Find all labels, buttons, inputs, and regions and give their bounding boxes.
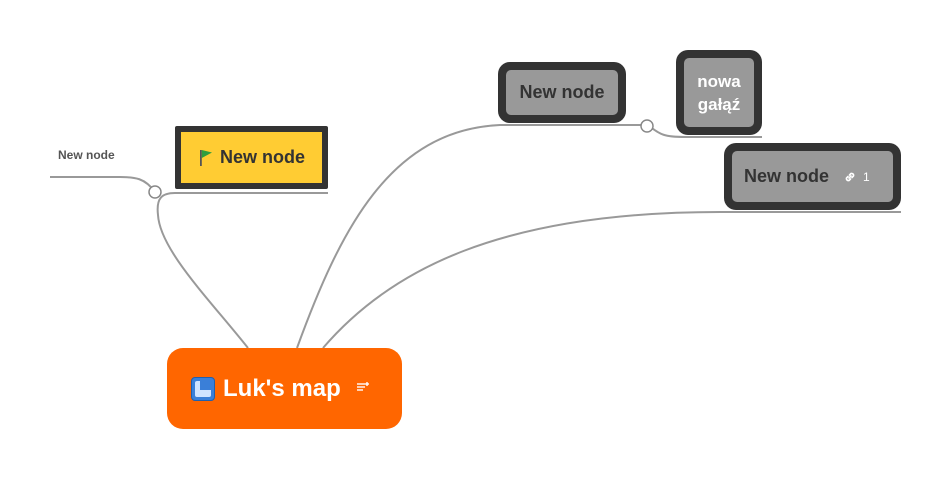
flag-node-body: New node: [181, 132, 322, 183]
branch-node-body: nowa gałąź: [684, 58, 754, 127]
link-icon[interactable]: [843, 170, 857, 184]
plain-node-label: New node: [58, 148, 115, 162]
top-node-label: New node: [519, 82, 605, 102]
map-icon: [191, 376, 215, 401]
notes-icon[interactable]: [356, 381, 370, 396]
green-flag-icon: [198, 149, 214, 167]
root-label: Luk's map: [223, 374, 341, 402]
plain-node[interactable]: New node: [50, 148, 130, 168]
branch-node-line2: gałąź: [697, 94, 741, 114]
flag-node[interactable]: New node: [175, 126, 328, 189]
branch-node-line1: nowa: [697, 71, 741, 91]
link-count: 1: [863, 169, 870, 184]
link-node-body: New node 1: [732, 151, 893, 202]
root-node[interactable]: Luk's map: [167, 348, 402, 429]
branch-node[interactable]: nowa gałąź: [676, 50, 762, 135]
top-node[interactable]: New node: [498, 62, 626, 123]
flag-node-label: New node: [219, 147, 305, 167]
link-node[interactable]: New node 1: [724, 143, 901, 210]
link-node-label: New node: [744, 166, 830, 186]
top-node-body: New node: [506, 70, 618, 115]
